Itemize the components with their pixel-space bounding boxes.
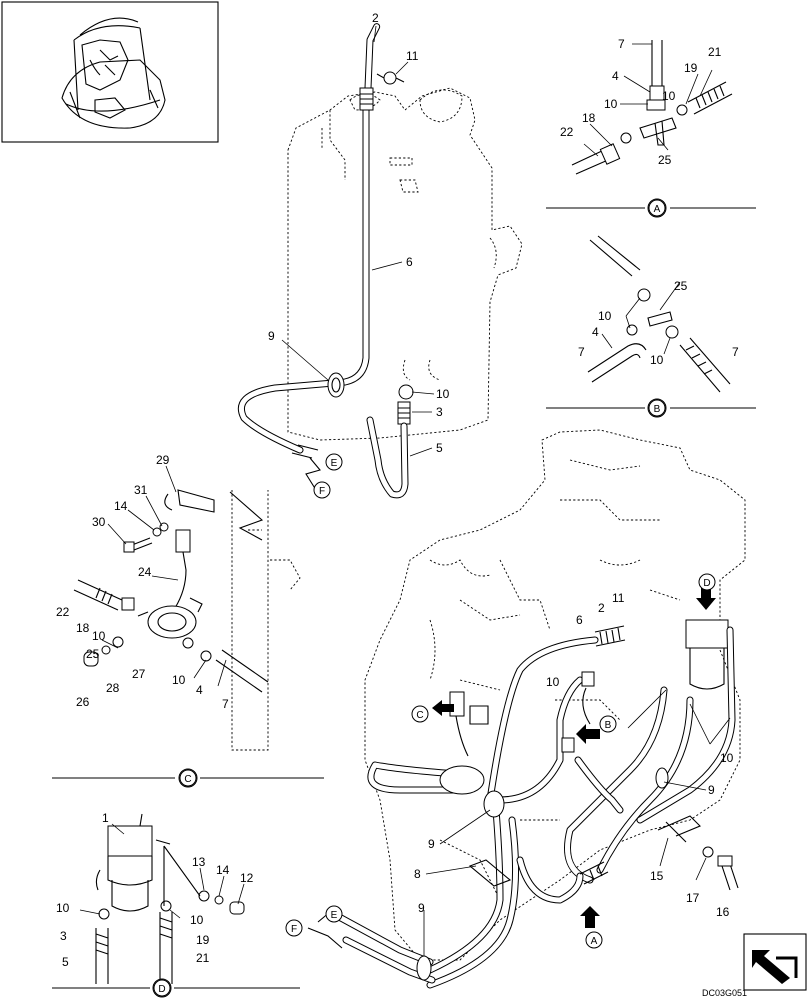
callout: 9 [428, 837, 435, 851]
callout: 18 [582, 111, 596, 125]
leader-lines [79, 25, 731, 956]
callout: 3 [60, 929, 67, 943]
callout: 30 [92, 515, 106, 529]
callout: 10 [662, 89, 676, 103]
callout: 8 [414, 867, 421, 881]
view-arrow-d [696, 586, 716, 610]
callout: 9 [708, 783, 715, 797]
callout: 6 [406, 255, 413, 269]
callout: 10 [56, 901, 70, 915]
callout: 10 [604, 97, 618, 111]
fuel-tank-outline [287, 87, 523, 441]
callout: 4 [612, 69, 619, 83]
callout: 2 [598, 601, 605, 615]
callout: 10 [650, 353, 664, 367]
view-marker: B [605, 720, 612, 731]
view-arrow-a [580, 906, 600, 928]
callout: 10 [598, 309, 612, 323]
callout: 19 [684, 61, 698, 75]
callout: 1 [102, 811, 109, 825]
callout: 18 [76, 621, 90, 635]
callout: 5 [436, 441, 443, 455]
view-marker: E [331, 458, 338, 469]
callout: 19 [196, 933, 210, 947]
drawing-code: DC03G051 [702, 988, 747, 998]
callout: 25 [658, 153, 672, 167]
callout: 7 [732, 345, 739, 359]
callout: 7 [618, 37, 625, 51]
turn-arrow-icon [743, 933, 807, 991]
detail-d-group [52, 813, 300, 998]
callout: 25 [674, 279, 688, 293]
view-marker: C [184, 774, 191, 785]
callout: 26 [76, 695, 90, 709]
view-marker: F [319, 486, 325, 497]
detail-a-group [546, 40, 756, 218]
engine-outline [364, 429, 746, 961]
callout: 21 [708, 45, 722, 59]
callout: 5 [62, 955, 69, 969]
callout: 11 [612, 591, 625, 605]
detail-b-group [546, 235, 756, 418]
engine-fuel-hoses [307, 619, 739, 989]
callout: 21 [196, 951, 210, 965]
callout: 6 [576, 613, 583, 627]
tank-hoses [237, 23, 414, 499]
view-marker: E [331, 910, 338, 921]
machine-locator-inset [1, 1, 219, 143]
callout: 14 [114, 499, 128, 513]
callout: 25 [86, 647, 100, 661]
callout: 7 [222, 697, 229, 711]
view-marker: D [703, 578, 710, 589]
view-marker: F [291, 924, 297, 935]
view-marker: A [591, 936, 598, 947]
callout: 10 [92, 629, 106, 643]
callout: 10 [172, 673, 186, 687]
callout: 14 [216, 863, 230, 877]
callout: 9 [268, 329, 275, 343]
view-arrow-b [576, 724, 600, 744]
view-marker: B [654, 404, 661, 415]
callout: 22 [56, 605, 70, 619]
view-arrows [432, 586, 716, 928]
view-arrow-c [432, 700, 454, 716]
callout: 4 [592, 325, 599, 339]
view-marker: D [158, 984, 165, 995]
view-marker: A [654, 204, 661, 215]
callout: 7 [578, 345, 585, 359]
callout: 22 [560, 125, 574, 139]
callout: 10 [720, 751, 734, 765]
callout: 15 [650, 869, 664, 883]
callout: 10 [436, 387, 450, 401]
callout: 16 [716, 905, 730, 919]
view-marker: C [416, 710, 423, 721]
callout: 2 [372, 11, 379, 25]
callout: 3 [436, 405, 443, 419]
callout: 17 [686, 891, 700, 905]
callout: 27 [132, 667, 146, 681]
callout: 4 [196, 683, 203, 697]
callout-labels: 2 11 6 9 10 3 5 7 4 21 19 10 10 22 18 25… [56, 11, 739, 969]
callout: 12 [240, 871, 254, 885]
callout: 10 [546, 675, 560, 689]
callout: 13 [192, 855, 206, 869]
callout: 10 [190, 913, 204, 927]
callout: 11 [406, 49, 419, 63]
callout: 28 [106, 681, 120, 695]
callout: 29 [156, 453, 170, 467]
callout: 24 [138, 565, 152, 579]
callout: 31 [134, 483, 148, 497]
view-markers: A B C D E F E F C B D A [153, 199, 716, 997]
callout: 9 [418, 901, 425, 915]
